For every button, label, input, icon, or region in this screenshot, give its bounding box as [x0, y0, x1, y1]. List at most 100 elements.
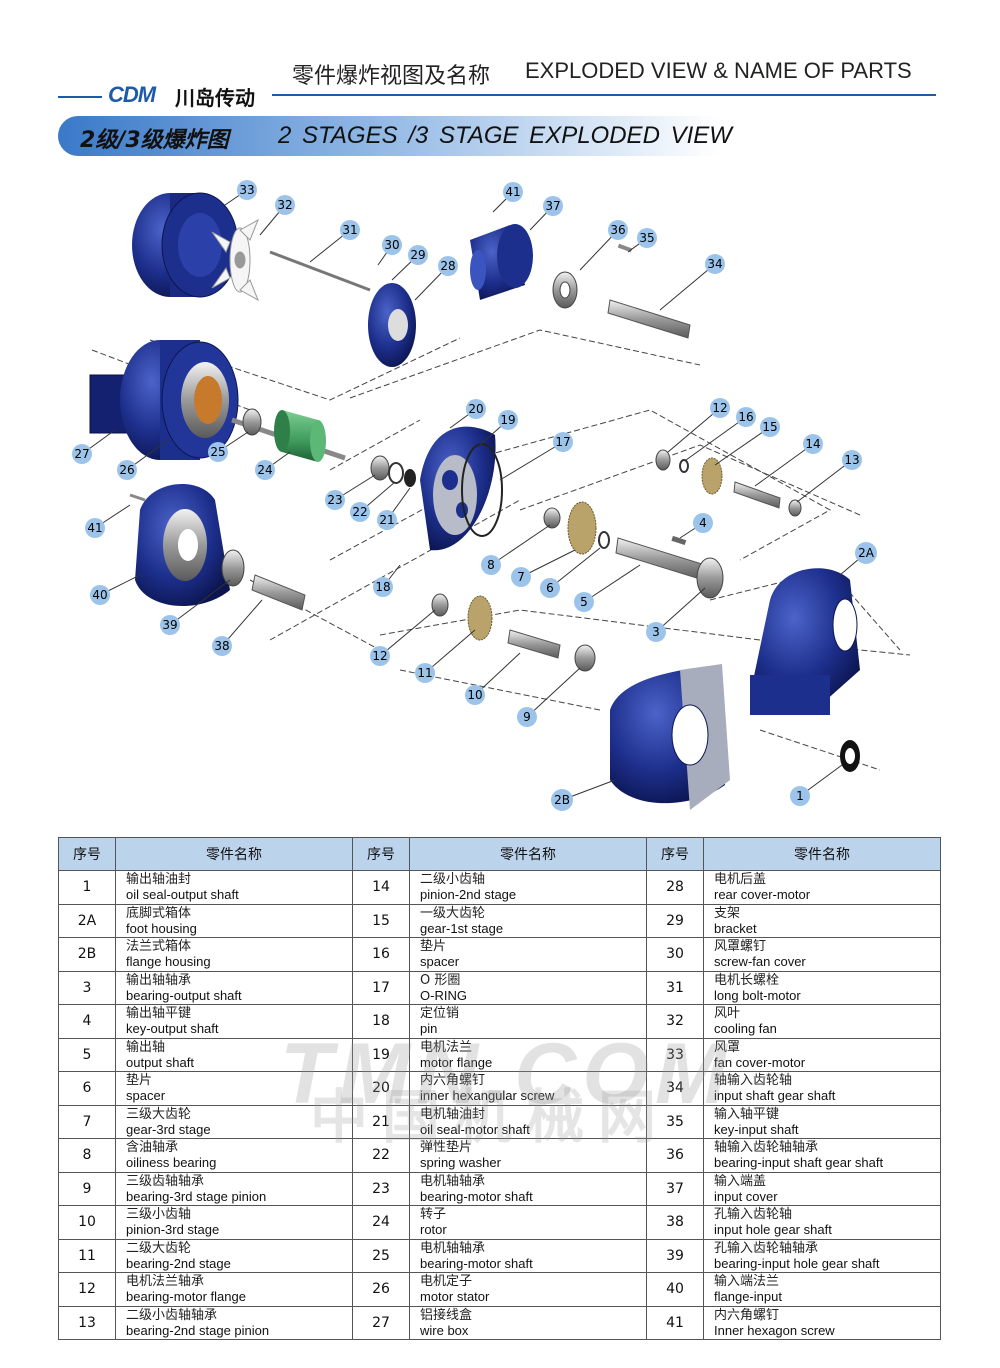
part-number: 30 [646, 937, 704, 972]
callout: 8 [481, 555, 501, 575]
part-name-en: bearing-input hole gear shaft [714, 1255, 880, 1271]
part-name-cn: 转子 [420, 1207, 447, 1223]
motor-stator-part [89, 340, 239, 460]
callout: 16 [736, 407, 756, 427]
column-header: 序号 [58, 837, 116, 871]
callout: 27 [72, 444, 92, 464]
motor-flange-part [420, 426, 503, 551]
part-name-cn: 三级大齿轮 [126, 1106, 192, 1122]
svg-text:28: 28 [440, 259, 455, 273]
rotor-part [231, 408, 346, 462]
svg-text:27: 27 [74, 447, 89, 461]
part-number: 8 [58, 1138, 116, 1173]
part-name-cn: 输出轴平键 [126, 1006, 192, 1022]
part-name-cn: 输入端盖 [714, 1173, 767, 1189]
table-header-row: 序号 零件名称 序号 零件名称 序号 零件名称 [58, 837, 941, 871]
part-name-en: bearing-motor shaft [420, 1188, 533, 1204]
part-name-cn: 底脚式箱体 [126, 905, 192, 921]
page-header: CDM 川岛传动 零件爆炸视图及名称 EXPLODED VIEW & NAME … [0, 0, 1000, 120]
part-number: 39 [646, 1238, 704, 1273]
part-name-en: oil seal-motor shaft [420, 1121, 530, 1137]
callout: 7 [511, 567, 531, 587]
svg-text:25: 25 [210, 445, 225, 459]
svg-text:32: 32 [277, 198, 292, 212]
svg-text:41: 41 [505, 185, 520, 199]
svg-text:11: 11 [417, 666, 432, 680]
foot-housing-part [750, 568, 860, 715]
brand-logo: CDM [108, 82, 156, 107]
callout: 5 [574, 592, 594, 612]
svg-text:24: 24 [257, 463, 272, 477]
callout-labels: 33 32 31 30 29 28 41 37 36 35 34 27 26 2… [72, 180, 877, 811]
part-name-en: O-RING [420, 987, 467, 1003]
section-banner [58, 116, 940, 156]
callout: 12 [370, 646, 390, 666]
part-number: 36 [646, 1138, 704, 1173]
svg-text:30: 30 [384, 238, 399, 252]
exploded-view-diagram: 33 32 31 30 29 28 41 37 36 35 34 27 26 2… [72, 180, 911, 811]
part-name-cn: 电机轴轴承 [420, 1173, 486, 1189]
part-name-cn: 电机轴轴承 [420, 1240, 486, 1256]
callout: 39 [160, 615, 180, 635]
part-name-en: rotor [420, 1222, 447, 1238]
part-number: 32 [646, 1004, 704, 1039]
input-flange-part [129, 483, 306, 611]
callout: 2A [855, 542, 877, 564]
part-number: 14 [352, 870, 410, 905]
part-number: 40 [646, 1272, 704, 1307]
svg-text:5: 5 [580, 595, 588, 609]
section-title-cn: 2级/3级爆炸图 [80, 128, 229, 153]
part-name-cn: 轴输入齿轮轴 [714, 1073, 793, 1089]
part-name-cn: 支架 [714, 905, 741, 921]
input-bearing-part [552, 271, 578, 309]
svg-text:9: 9 [523, 710, 531, 724]
svg-text:12: 12 [712, 401, 727, 415]
svg-text:41: 41 [87, 521, 102, 535]
part-number: 34 [646, 1071, 704, 1106]
column-header: 零件名称 [409, 837, 647, 871]
part-name-en: flange-input [714, 1289, 782, 1305]
svg-text:39: 39 [162, 618, 177, 632]
part-number: 37 [646, 1171, 704, 1206]
callout: 35 [637, 228, 657, 248]
part-name-cn: 含油轴承 [126, 1140, 179, 1156]
part-number: 2B [58, 937, 116, 972]
cooling-fan-part [211, 218, 259, 302]
svg-text:2A: 2A [858, 546, 875, 560]
callout: 32 [275, 195, 295, 215]
part-name-cn: 孔输入齿轮轴 [714, 1207, 793, 1223]
svg-text:33: 33 [239, 183, 254, 197]
part-name-en: wire box [420, 1322, 469, 1338]
part-number: 38 [646, 1205, 704, 1240]
svg-text:37: 37 [545, 199, 560, 213]
part-name-en: pinion-2nd stage [420, 887, 517, 903]
svg-text:20: 20 [468, 402, 483, 416]
callout: 15 [760, 417, 780, 437]
callout: 40 [90, 585, 110, 605]
svg-text:4: 4 [699, 516, 707, 530]
part-number: 15 [352, 903, 410, 938]
part-number: 18 [352, 1004, 410, 1039]
part-name-cn: 输出轴油封 [126, 872, 192, 888]
part-name-cn: 电机后盖 [714, 872, 767, 888]
svg-text:3: 3 [652, 625, 660, 639]
part-name-en: input hole gear shaft [714, 1222, 832, 1238]
part-name-cn: 三级齿轴轴承 [126, 1173, 205, 1189]
